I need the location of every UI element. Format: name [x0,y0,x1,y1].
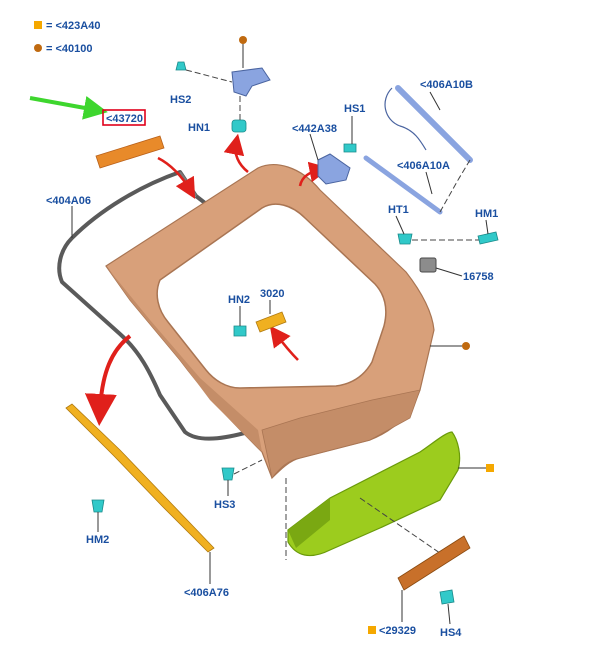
legend-circle-label: = <40100 [46,43,93,55]
strip-43720 [95,135,165,169]
label-442a38: <442A38 [292,123,337,135]
hinge-cover-part [317,153,351,185]
strut-406a10b-cable [384,87,427,151]
motion-arrow-trim-strip [84,334,132,426]
hm1-fastener [477,231,499,245]
label-3020: 3020 [260,288,284,300]
hs2-bolt [175,61,187,71]
trim-square-marker [486,464,494,472]
legend-circle-marker [34,44,42,52]
lower-trim-panel-shade [288,498,330,548]
tailgate-left-edge-shading [106,266,262,452]
door-seal-inner [179,171,197,197]
label-hs1: HS1 [344,103,365,115]
tailgate-lower-shading [261,389,421,479]
label-hs3: HS3 [214,499,235,511]
motion-arrow-hn2 [269,325,299,361]
part-3020 [255,311,287,333]
label-hn1: HN1 [188,122,210,134]
trim-strip-406a76 [65,403,215,553]
tailgate-window-opening [156,203,387,389]
hinge-cover [317,143,357,185]
hs3-fastener [221,467,235,481]
lower-trim-panel [287,431,461,557]
legend-square-label: = <423A40 [46,20,100,32]
gasket-29329 [397,535,471,591]
green-pointer-arrow [29,96,108,120]
label-16758: 16758 [463,271,494,283]
label-406a10b: <406A10B [420,79,473,91]
hinge-circle-marker [239,36,247,44]
legend: = <423A40 = <40100 [34,20,100,55]
hinge-assembly [175,36,271,133]
latch-16758 [419,257,437,273]
motion-arrow-hn1 [223,133,249,174]
body-circle-marker [462,342,470,350]
label-hs4: HS4 [440,627,462,639]
hn1-nut [231,119,247,133]
label-ht1: HT1 [388,204,409,216]
label-hm2: HM2 [86,534,109,546]
label-hn2: HN2 [228,294,250,306]
hs4-fastener [439,589,455,605]
hs1-bolt [343,143,357,153]
label-406a76: <406A76 [184,587,229,599]
label-29329: <29329 [379,625,416,637]
hn2-nut [233,325,247,337]
gas-struts [363,85,473,215]
highlight-box [102,109,146,126]
ht1-fastener [397,233,413,245]
hm2-fastener [91,499,105,513]
label-406a10a: <406A10A [397,160,450,172]
label-43720: <43720 [106,113,143,125]
hinge-bracket [231,67,271,97]
label-404a06: <404A06 [46,195,91,207]
label-hm1: HM1 [475,208,498,220]
gasket-square-marker [368,626,376,634]
legend-square-marker [34,21,42,29]
strut-406a10b [395,85,473,163]
strut-406a10a [363,155,443,215]
motion-arrow-strip [157,156,196,200]
label-hs2: HS2 [170,94,191,106]
